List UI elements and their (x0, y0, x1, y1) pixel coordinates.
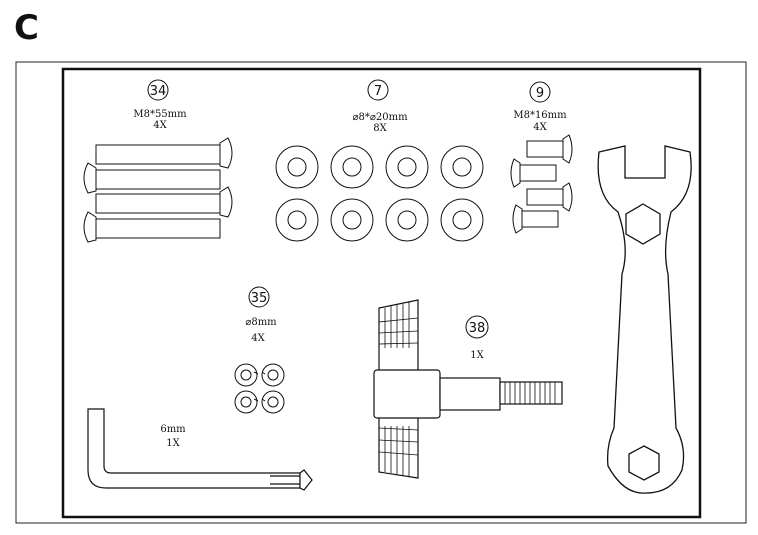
knob-shaft (439, 377, 501, 411)
thread-lines (504, 382, 556, 404)
washer-8 (440, 198, 484, 242)
long-bolt-4 (83, 211, 221, 243)
spring-washer-2 (261, 363, 285, 387)
short-bolt-4 (512, 204, 559, 234)
wrench-hex-top (625, 203, 661, 245)
knob-bolt (373, 299, 563, 479)
part-9-qty: 4X (533, 122, 547, 133)
allen-key-group: 6mm 1X (87, 408, 313, 491)
part-35-group: 35 ⌀8mm 4X (234, 286, 285, 414)
wrench-hex-bottom (628, 445, 660, 481)
knob-hub (373, 369, 441, 419)
washer-3 (385, 145, 429, 189)
long-bolt-3 (95, 186, 233, 218)
part-9-group: 9 M8*16mm 4X (510, 81, 573, 234)
short-bolt-1 (526, 134, 573, 164)
long-bolt-2 (83, 162, 221, 194)
allen-key (87, 408, 313, 491)
washer-1 (275, 145, 319, 189)
allen-key-qty: 1X (166, 438, 180, 449)
part-34-spec: M8*55mm (133, 109, 187, 120)
part-38-group: 38 1X (373, 299, 563, 479)
washer-6 (330, 198, 374, 242)
part-38-qty: 1X (470, 350, 484, 361)
part-7-number: 7 (374, 84, 382, 99)
part-35-badge (248, 286, 270, 308)
part-34-number: 34 (150, 84, 167, 99)
knob-thread (499, 381, 563, 405)
section-letter: C (14, 8, 39, 48)
part-38-number: 38 (469, 321, 486, 336)
part-35-number: 35 (251, 291, 268, 306)
spring-washer-3 (234, 390, 259, 414)
part-34-badge (147, 79, 169, 101)
washer-2 (330, 145, 374, 189)
spring-washer-4 (261, 390, 285, 414)
short-bolt-3 (526, 182, 573, 212)
part-9-number: 9 (536, 86, 544, 101)
part-38-badge (465, 315, 489, 339)
outer-frame (15, 61, 747, 524)
part-9-badge (529, 81, 551, 103)
part-7-group: 7 ⌀8*⌀20mm 8X (275, 79, 484, 242)
short-bolt-2 (510, 158, 557, 188)
wrench (597, 145, 692, 494)
part-7-qty: 8X (373, 123, 387, 134)
knob-ridges (378, 302, 419, 476)
part-9-spec: M8*16mm (513, 110, 567, 121)
part-35-qty: 4X (251, 333, 265, 344)
part-35-spec: ⌀8mm (245, 317, 277, 328)
inner-frame (61, 67, 702, 519)
washer-7 (385, 198, 429, 242)
spring-washer-1 (234, 363, 259, 387)
allen-key-spec: 6mm (160, 424, 186, 435)
part-7-badge (367, 79, 389, 101)
washer-5 (275, 198, 319, 242)
washer-4 (440, 145, 484, 189)
part-34-group: 34 M8*55mm 4X (83, 79, 233, 243)
part-7-spec: ⌀8*⌀20mm (352, 112, 408, 123)
part-34-qty: 4X (153, 120, 167, 131)
long-bolt-1 (95, 137, 233, 169)
